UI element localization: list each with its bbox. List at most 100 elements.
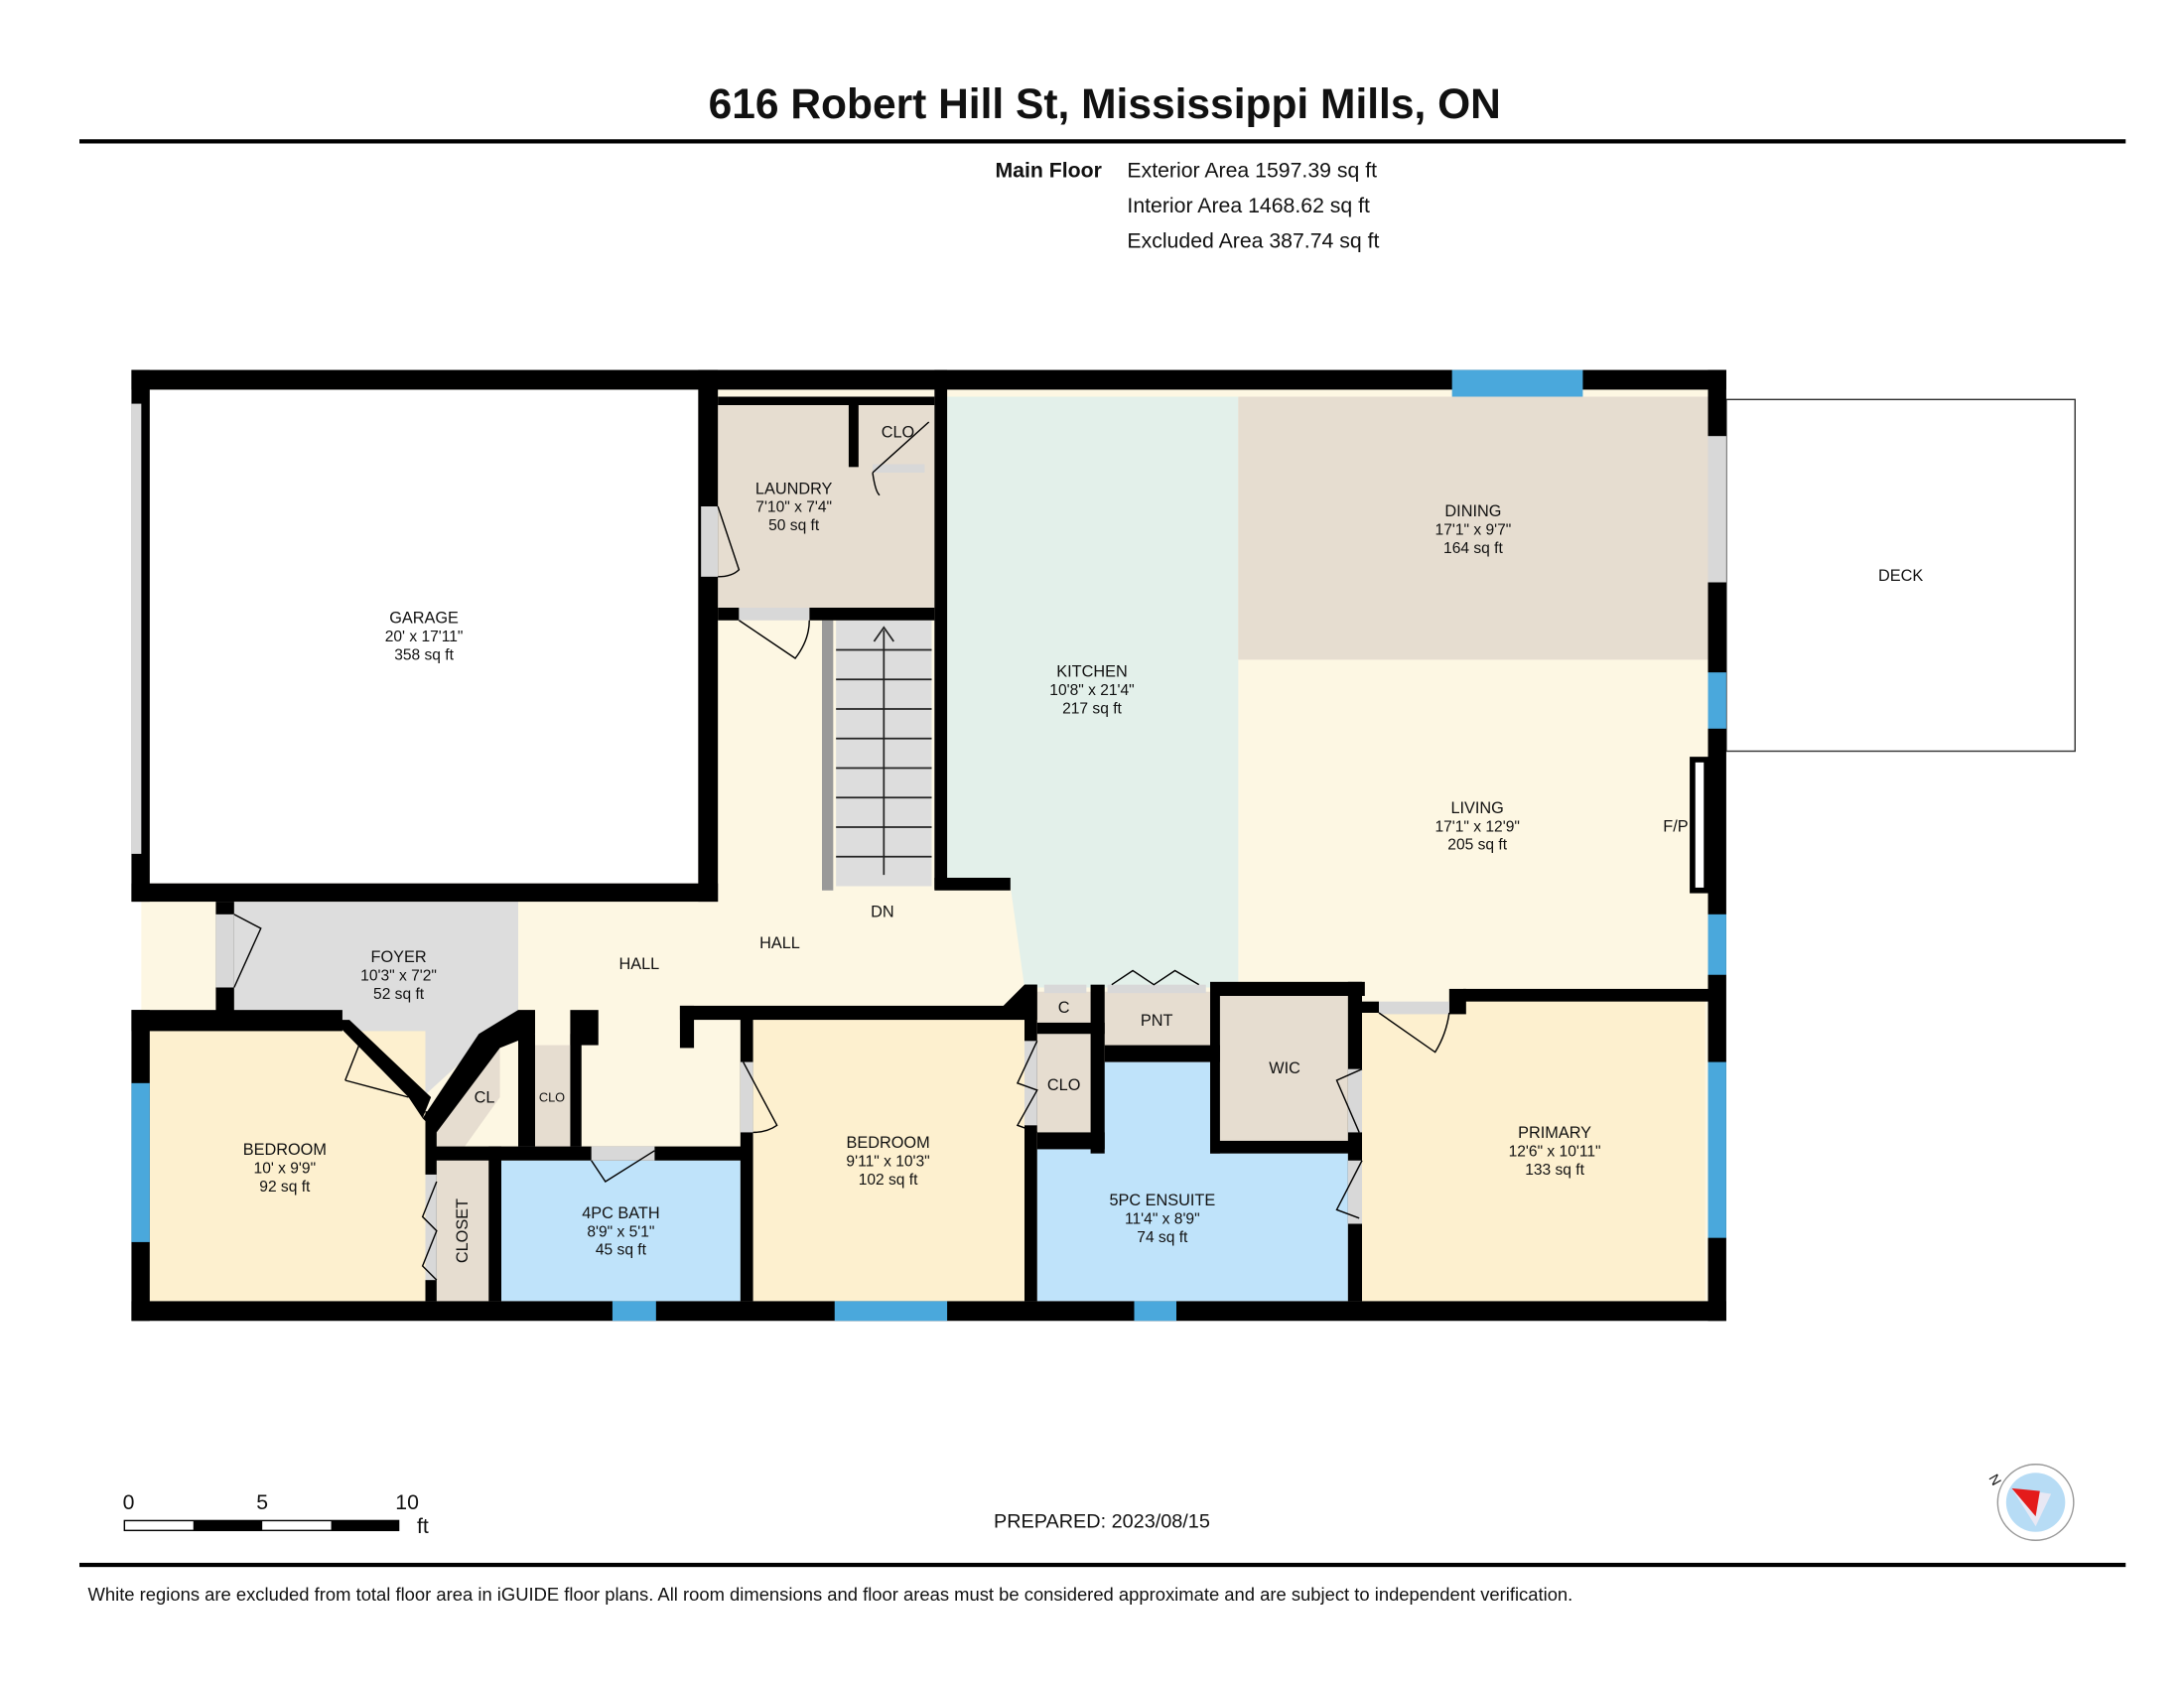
disclaimer: White regions are excluded from total fl… <box>87 1584 1572 1605</box>
scale-bar: 0 5 10 ft <box>123 1490 429 1538</box>
header-divider <box>79 139 2126 144</box>
ensuite-door[interactable] <box>1347 1160 1362 1224</box>
room-dims: 20' x 17'11" <box>385 629 464 645</box>
scale-label-0: 0 <box>123 1490 135 1514</box>
wic-floor <box>1219 996 1348 1141</box>
stair-rail <box>822 620 834 891</box>
room-area: 92 sq ft <box>259 1179 311 1196</box>
room-name: LAUNDRY <box>755 480 833 497</box>
room-closet[interactable]: CLOSET <box>454 1198 472 1263</box>
windows <box>131 369 1726 1322</box>
room-clo-bedroom2[interactable]: CLO <box>1047 1076 1080 1094</box>
garage-laundry-door[interactable] <box>701 506 719 577</box>
room-dims: 10' x 9'9" <box>254 1161 317 1178</box>
room-bedroom-1[interactable]: BEDROOM 10' x 9'9"92 sq ft <box>243 1141 327 1196</box>
bedroom1-floor <box>149 1031 426 1302</box>
wic-door[interactable] <box>1347 1068 1362 1133</box>
footer-divider <box>79 1562 2126 1568</box>
room-c[interactable]: C <box>1058 999 1070 1017</box>
fireplace-label: F/P <box>1663 817 1688 835</box>
ensuite-floor <box>1036 1061 1348 1302</box>
room-name: LIVING <box>1450 799 1503 817</box>
primary-door[interactable] <box>1379 1001 1449 1015</box>
room-clo-small[interactable]: CLO <box>539 1089 565 1104</box>
dining-floor <box>1238 396 1708 660</box>
page-title: 616 Robert Hill St, Mississippi Mills, O… <box>709 81 1501 128</box>
scale-unit: ft <box>417 1514 429 1538</box>
front-door[interactable] <box>215 914 234 988</box>
room-wic[interactable]: WIC <box>1269 1059 1300 1077</box>
bath4-door[interactable] <box>591 1146 655 1161</box>
deck <box>1725 398 2076 753</box>
room-dims: 7'10" x 7'4" <box>755 499 832 516</box>
window-living-1 <box>1707 672 1726 729</box>
room-dims: 8'9" x 5'1" <box>587 1223 654 1240</box>
room-dims: 9'11" x 10'3" <box>846 1153 929 1170</box>
room-dims: 10'8" x 21'4" <box>1049 682 1134 699</box>
room-dims: 10'3" x 7'2" <box>360 967 437 984</box>
room-name: KITCHEN <box>1056 662 1127 680</box>
room-dims: 17'1" x 12'9" <box>1434 818 1519 835</box>
laundry-hall-door[interactable] <box>739 608 810 621</box>
room-area: 217 sq ft <box>1062 700 1122 717</box>
room-pantry[interactable]: PNT <box>1141 1012 1173 1030</box>
window-ensuite <box>1134 1301 1176 1322</box>
room-name: BEDROOM <box>243 1141 327 1159</box>
clo-b2-floor <box>1036 1034 1091 1133</box>
bath4-floor <box>501 1160 741 1302</box>
room-area: 164 sq ft <box>1443 540 1503 557</box>
room-laundry-clo[interactable]: CLO <box>882 424 914 442</box>
bedroom2-door[interactable] <box>740 1061 753 1133</box>
foyer-floor <box>233 902 519 1097</box>
excluded-area: Excluded Area 387.74 sq ft <box>1127 228 1379 252</box>
room-hall[interactable]: HALL <box>759 934 800 952</box>
window-dining <box>1451 369 1583 397</box>
room-name: 4PC BATH <box>582 1204 659 1222</box>
window-bedroom2 <box>834 1301 948 1322</box>
window-bedroom1 <box>131 1082 150 1242</box>
c-floor <box>1036 991 1091 1023</box>
interior-area: Interior Area 1468.62 sq ft <box>1127 194 1370 217</box>
room-kitchen[interactable]: KITCHEN 10'8" x 21'4"217 sq ft <box>1049 662 1134 717</box>
c-door[interactable] <box>1043 984 1087 994</box>
kitchen-floor <box>947 396 1239 988</box>
staircase[interactable] <box>822 620 932 891</box>
pnt-floor <box>1104 991 1210 1046</box>
garage-door[interactable] <box>131 403 142 854</box>
room-name: FOYER <box>371 948 427 966</box>
room-name: DINING <box>1444 502 1501 520</box>
window-bath4 <box>612 1301 656 1322</box>
laundry-clo-door[interactable] <box>873 464 925 474</box>
room-deck[interactable]: DECK <box>1878 567 1923 585</box>
compass-icon: N <box>1985 1464 2075 1541</box>
exterior-area: Exterior Area 1597.39 sq ft <box>1127 159 1377 183</box>
room-name: PRIMARY <box>1518 1124 1591 1142</box>
garage-floor <box>149 389 699 884</box>
laundry-floor <box>718 405 935 608</box>
prepared-date: PREPARED: 2023/08/15 <box>994 1511 1210 1533</box>
room-area: 358 sq ft <box>394 646 454 663</box>
room-name: GARAGE <box>389 610 459 628</box>
room-area: 52 sq ft <box>373 986 425 1003</box>
room-area: 102 sq ft <box>859 1172 918 1189</box>
pnt-door[interactable] <box>1107 984 1206 994</box>
room-area: 133 sq ft <box>1525 1162 1584 1179</box>
room-cl[interactable]: CL <box>475 1089 495 1107</box>
room-area: 50 sq ft <box>768 517 820 534</box>
room-laundry[interactable]: LAUNDRY 7'10" x 7'4"50 sq ft <box>755 480 833 534</box>
room-name: 5PC ENSUITE <box>1109 1192 1215 1209</box>
deck-door[interactable] <box>1707 436 1726 583</box>
closet-door[interactable] <box>425 1174 437 1281</box>
room-hall[interactable]: HALL <box>618 955 659 973</box>
bedroom2-floor <box>752 1020 1024 1302</box>
room-name: BEDROOM <box>847 1134 930 1152</box>
